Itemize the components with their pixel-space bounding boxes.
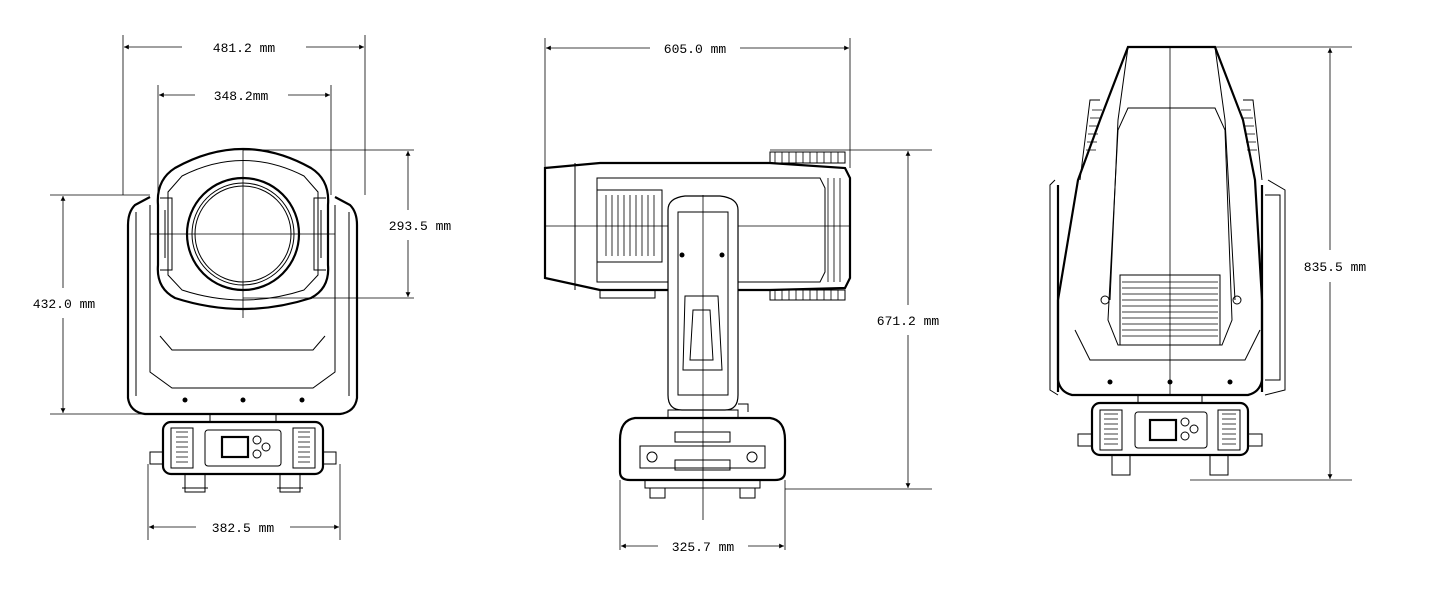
dim-side-base-depth: 325.7 mm — [672, 540, 735, 555]
dim-front-lens-height: 293.5 mm — [389, 219, 452, 234]
front-view — [126, 148, 359, 493]
dim-front-base-width: 382.5 mm — [212, 521, 275, 536]
dim-back-height: 835.5 mm — [1304, 260, 1367, 275]
dim-front-width-inner: 348.2mm — [214, 89, 269, 104]
dim-side-depth: 605.0 mm — [664, 42, 727, 57]
dimension-labels: 481.2 mm 348.2mm 293.5 mm 432.0 mm 382.5… — [22, 39, 1378, 555]
dim-side-height: 671.2 mm — [877, 314, 940, 329]
dim-front-height: 432.0 mm — [33, 297, 96, 312]
dim-front-width-outer: 481.2 mm — [213, 41, 276, 56]
side-view — [543, 151, 852, 520]
dimensions — [50, 35, 1352, 550]
back-view — [1049, 45, 1286, 476]
